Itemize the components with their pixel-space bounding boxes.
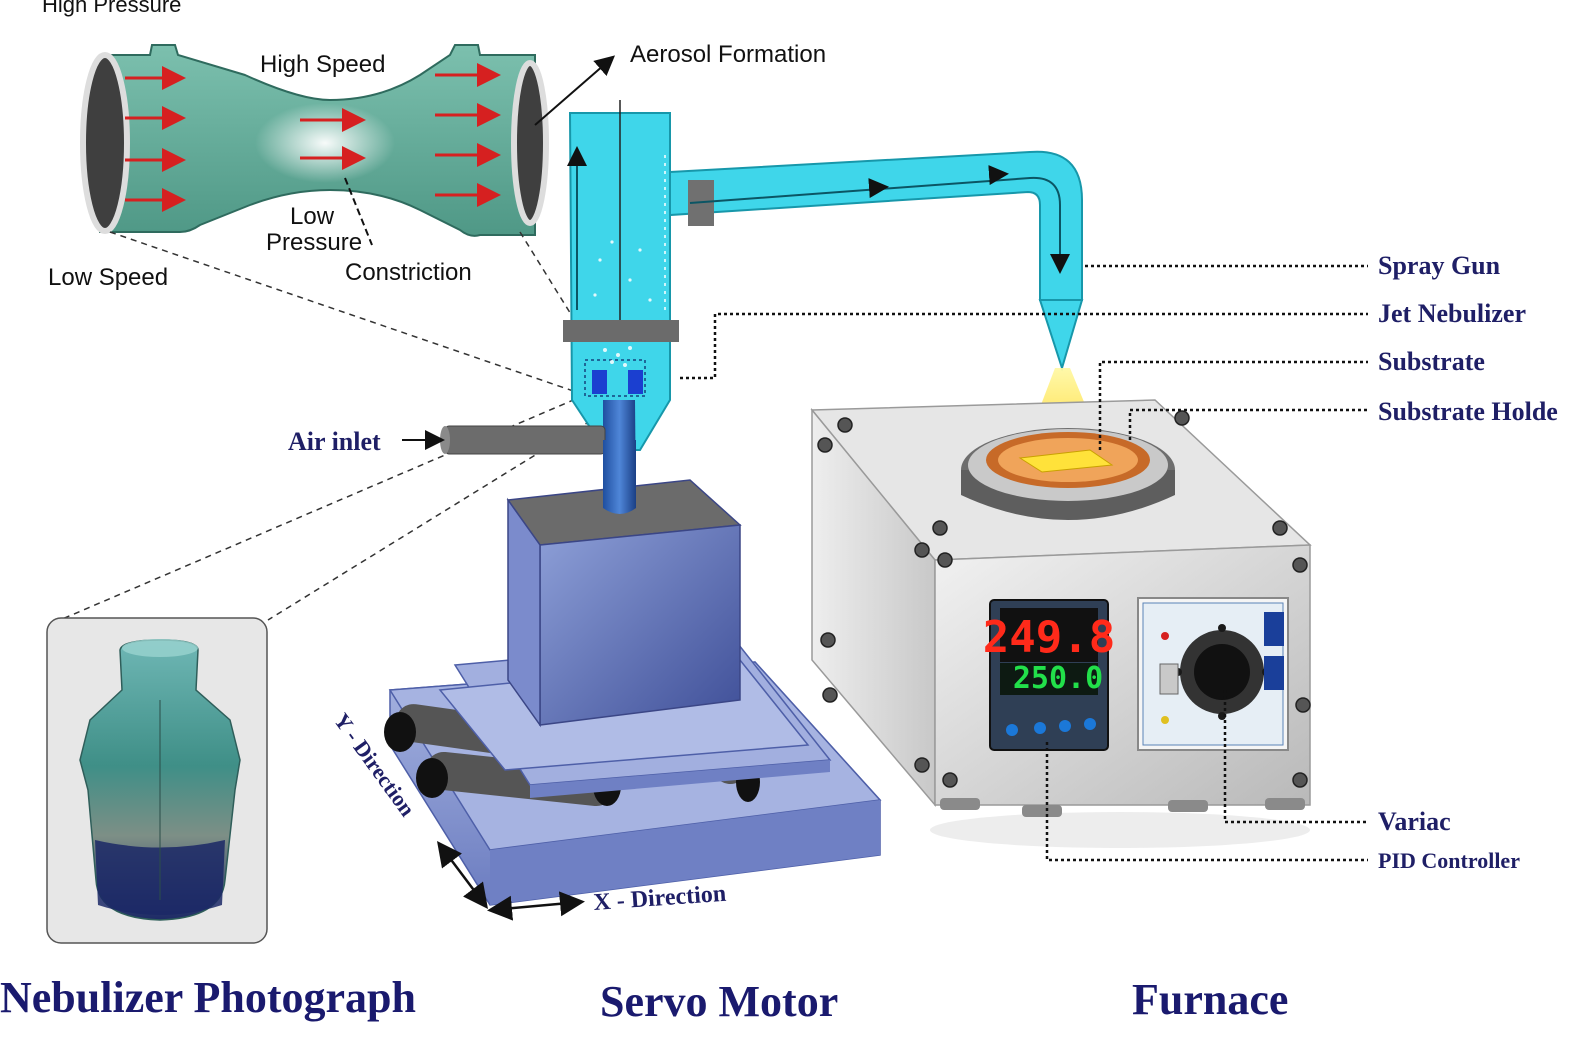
venturi-low-label: Low <box>290 203 335 230</box>
substrate-label: Substrate <box>1378 347 1485 376</box>
pid-set-value: 250.0 <box>1013 661 1103 696</box>
venturi-tube <box>80 44 616 246</box>
leader-lines <box>680 264 1368 862</box>
variac-label: Variac <box>1378 807 1451 836</box>
jet-nebulizer <box>563 100 1084 515</box>
furnace-caption: Furnace <box>1132 975 1288 1024</box>
pid-controller-label: PID Controller <box>1378 848 1520 873</box>
aerosol-formation-label: Aerosol Formation <box>630 41 826 68</box>
spray-gun-label: Spray Gun <box>1378 251 1501 280</box>
servo-motor-stage <box>384 479 882 906</box>
substrate-holder-label: Substrate Holde <box>1378 397 1558 426</box>
nebulizer-photograph-caption: Nebulizer Photograph <box>0 973 416 1022</box>
pid-process-value: 249.8 <box>983 612 1115 663</box>
furnace <box>810 399 1312 848</box>
x-direction-arrow <box>487 891 585 921</box>
nebulizer-photograph <box>46 617 268 944</box>
venturi-high-speed-label: High Speed <box>260 51 385 78</box>
venturi-high-pressure-label: High Pressure <box>42 0 181 17</box>
air-inlet-pipe <box>444 425 606 455</box>
venturi-low-speed-label: Low Speed <box>48 264 168 291</box>
constriction-label: Constriction <box>345 259 472 286</box>
air-inlet-label: Air inlet <box>288 427 381 456</box>
venturi-pressure-label: Pressure <box>266 229 362 256</box>
y-direction-arrow <box>437 841 488 909</box>
jet-nebulizer-label: Jet Nebulizer <box>1378 299 1526 328</box>
servo-motor-caption: Servo Motor <box>600 977 838 1026</box>
